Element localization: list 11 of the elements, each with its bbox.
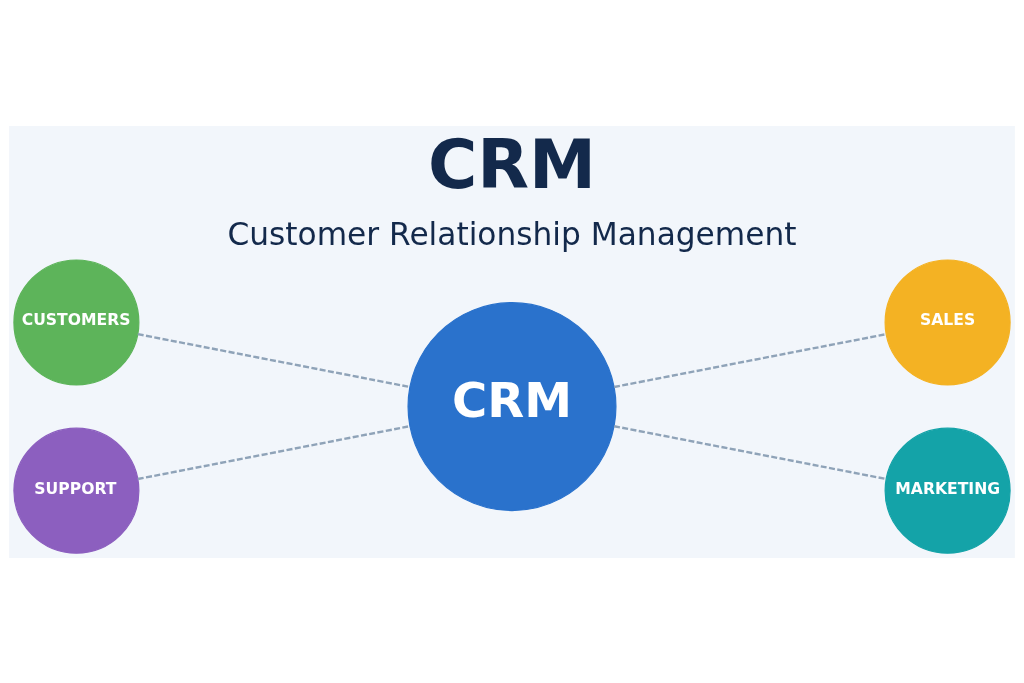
diagram-title: CRM bbox=[427, 125, 597, 204]
label: Customer Relationship Management bbox=[227, 215, 797, 252]
node-circle: MARKETING bbox=[884, 427, 1011, 554]
node-circle: CRM bbox=[407, 301, 617, 511]
node-circle: SALES bbox=[884, 258, 1011, 386]
node-circle: SUPPORT bbox=[13, 427, 140, 554]
connector bbox=[137, 424, 411, 480]
connector bbox=[614, 424, 887, 480]
node-circle: CUSTOMERS bbox=[13, 258, 140, 386]
connector bbox=[137, 332, 411, 388]
connector bbox=[614, 332, 887, 388]
